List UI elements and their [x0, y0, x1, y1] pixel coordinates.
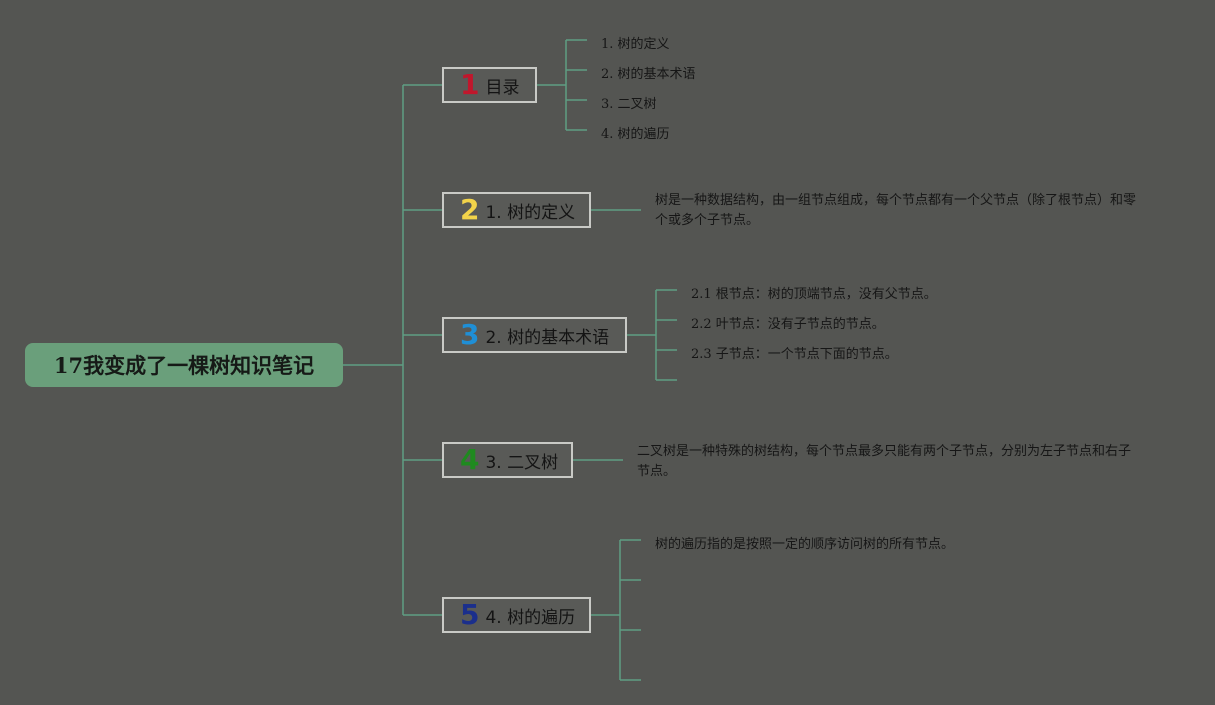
- leaf-item[interactable]: 2.3 子节点：一个节点下面的节点。: [691, 347, 898, 362]
- definition-text[interactable]: 树是一种数据结构，由一组节点组成，每个节点都有一个父节点（除了根节点）和零个或多…: [655, 193, 1137, 228]
- branch-label: 3. 二叉树: [485, 452, 559, 473]
- branch-definition[interactable]: 2 1. 树的定义: [442, 192, 591, 228]
- number-five-icon: 5: [460, 598, 480, 631]
- branch-label: 2. 树的基本术语: [485, 327, 610, 348]
- branch-label: 目录: [485, 77, 520, 98]
- leaf-item[interactable]: 3. 二叉树: [601, 97, 657, 112]
- branch-binary-tree[interactable]: 4 3. 二叉树: [442, 442, 573, 478]
- binary-tree-text[interactable]: 二叉树是一种特殊的树结构，每个节点最多只能有两个子节点，分别为左子节点和右子节点…: [637, 444, 1132, 479]
- branch-terms[interactable]: 3 2. 树的基本术语: [442, 317, 627, 353]
- number-four-icon: 4: [460, 443, 480, 476]
- leaf-item[interactable]: 2.2 叶节点：没有子节点的节点。: [691, 317, 885, 332]
- branch-label: 4. 树的遍历: [485, 607, 576, 628]
- root-topic[interactable]: 17我变成了一棵树知识笔记: [25, 343, 343, 387]
- number-two-icon: 2: [460, 193, 480, 226]
- branch-toc[interactable]: 1 目录: [442, 67, 537, 103]
- leaf-item[interactable]: 2.1 根节点：树的顶端节点，没有父节点。: [691, 287, 937, 302]
- branch-label: 1. 树的定义: [485, 202, 576, 223]
- number-three-icon: 3: [460, 318, 480, 351]
- leaf-item[interactable]: 树的遍历指的是按照一定的顺序访问树的所有节点。: [655, 537, 955, 552]
- leaf-item[interactable]: 1. 树的定义: [601, 37, 670, 52]
- number-one-icon: 1: [460, 68, 480, 101]
- leaf-item[interactable]: 4. 树的遍历: [601, 127, 670, 142]
- leaf-item[interactable]: 2. 树的基本术语: [601, 67, 696, 82]
- branch-traversal[interactable]: 5 4. 树的遍历: [442, 597, 591, 633]
